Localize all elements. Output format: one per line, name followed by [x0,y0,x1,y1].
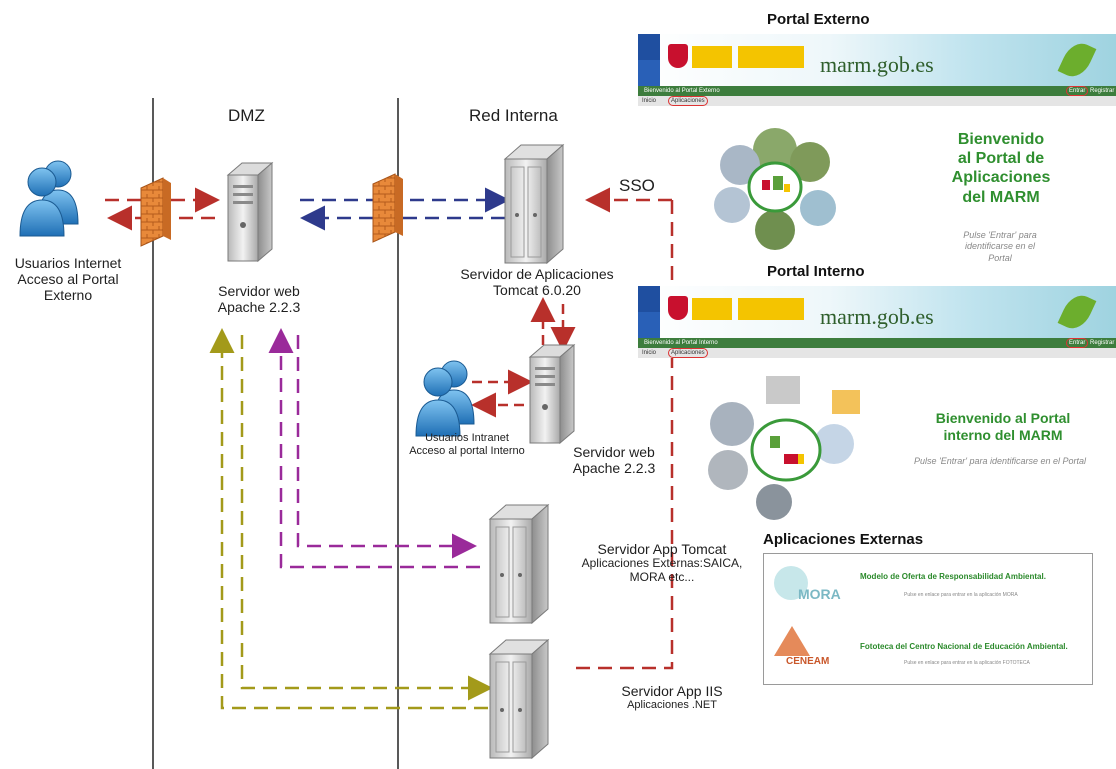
portal-interno-photo-collage [708,376,860,520]
ceneam-logo[interactable]: CENEAM [774,626,844,676]
brand-text: marm.gob.es [820,304,934,329]
banner-flag-icon [638,286,660,338]
leaf-icon [1057,38,1097,82]
ceneam-subtitle: Pulse en enlace para entrar en la aplica… [904,660,1030,666]
leaf-icon [1057,290,1097,334]
label-web-dmz: Servidor web Apache 2.2.3 [217,283,301,316]
app-tomcat-server-icon [489,504,549,624]
tab-inicio[interactable]: Inicio [642,98,657,104]
entrar-button[interactable]: Entrar [1066,86,1089,96]
ceneam-title[interactable]: Fototeca del Centro Nacional de Educació… [860,642,1068,651]
sso-label: SSO [619,176,655,195]
portal-interno-subbar: Inicio Aplicaciones [638,348,1116,358]
label-internet-users: Usuarios Internet Acceso al Portal Exter… [14,255,122,304]
portal-interno-banner: marm.gob.es [638,286,1116,338]
mora-subtitle: Pulse en enlace para entrar en la aplica… [904,592,1018,598]
nav-welcome-text: Bienvenido al Portal Interno [644,340,718,346]
banner-flag-icon [638,34,660,86]
portal-externo-hint: Pulse 'Entrar' para identificarse en el … [963,230,1037,263]
mora-title[interactable]: Modelo de Oferta de Responsabilidad Ambi… [860,572,1046,581]
app-iis-server-icon [489,639,549,759]
brand-text: marm.gob.es [820,52,934,77]
firewall-icon [372,173,404,243]
registrar-link[interactable]: Registrar [1090,88,1115,94]
label-app-iis: Servidor App IIS Aplicaciones .NET [621,683,723,712]
label-intranet-users: Usuarios Intranet Acceso al portal Inter… [409,432,525,457]
tab-aplicaciones[interactable]: Aplicaciones [668,348,708,358]
label-web-internal: Servidor web Apache 2.2.3 [572,444,656,477]
label-app-tomcat: Servidor App Tomcat Aplicaciones Externa… [581,541,743,584]
portal-externo-welcome: Bienvenido al Portal de Aplicaciones del… [951,131,1051,206]
tab-inicio[interactable]: Inicio [642,350,657,356]
portal-externo-navbar: Bienvenido al Portal Externo Entrar Regi… [638,86,1116,96]
gobierno-logo [692,298,732,320]
portal-interno-navbar: Bienvenido al Portal Interno Entrar Regi… [638,338,1116,348]
app-server-icon [504,144,564,264]
tab-aplicaciones[interactable]: Aplicaciones [668,96,708,106]
firewall-icon [140,177,172,247]
mora-logo[interactable]: MORA [774,562,844,606]
web-server-internal-icon [529,344,575,444]
aplicaciones-externas-panel: MORA Modelo de Oferta de Responsabilidad… [763,553,1093,685]
intranet-users-icon [415,360,475,437]
zone-label-dmz: DMZ [228,106,265,125]
label-app-server: Servidor de Aplicaciones Tomcat 6.0.20 [460,266,614,299]
registrar-link[interactable]: Registrar [1090,340,1115,346]
aplicaciones-externas-title: Aplicaciones Externas [763,531,924,548]
web-server-dmz-icon [227,162,273,262]
portal-interno-welcome: Bienvenido al Portal interno del MARM [935,410,1071,443]
coat-of-arms-icon [668,44,688,68]
portal-externo-title: Portal Externo [767,11,870,28]
portal-externo-banner: marm.gob.es [638,34,1116,86]
entrar-button[interactable]: Entrar [1066,338,1089,348]
ministerio-logo [738,46,804,68]
internet-users-icon [19,160,79,237]
zone-label-internal: Red Interna [469,106,558,125]
nav-welcome-text: Bienvenido al Portal Externo [644,88,720,94]
portal-interno-title: Portal Interno [767,263,865,280]
portal-interno-hint: Pulse 'Entrar' para identificarse en el … [913,456,1087,466]
ministerio-logo [738,298,804,320]
coat-of-arms-icon [668,296,688,320]
portal-externo-photo-collage [714,128,836,250]
portal-externo-subbar: Inicio Aplicaciones [638,96,1116,106]
gobierno-logo [692,46,732,68]
